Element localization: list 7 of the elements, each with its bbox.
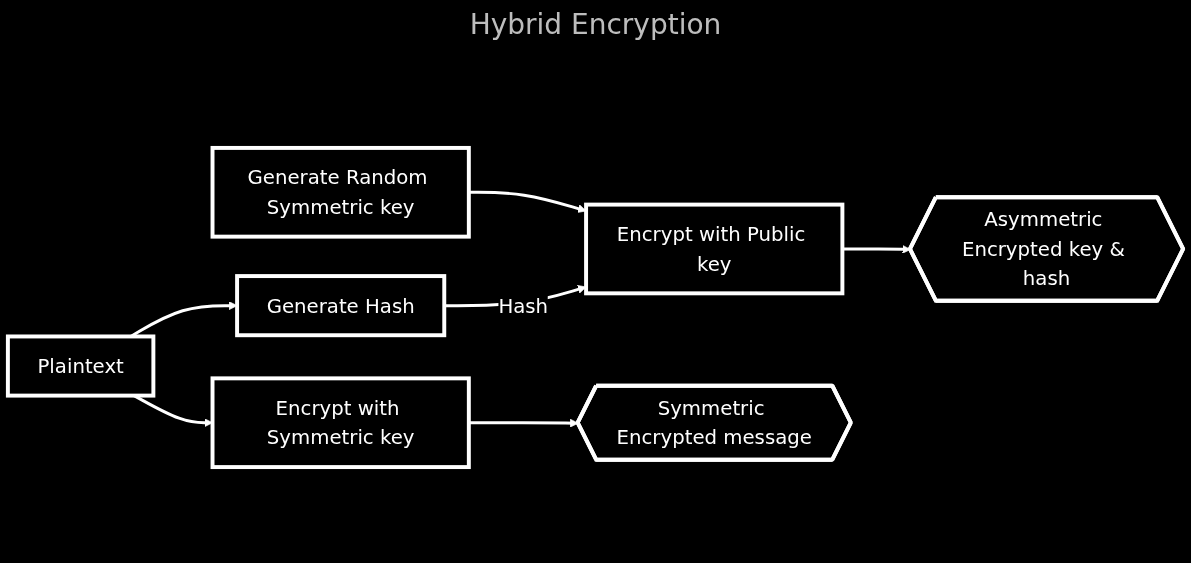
node-box: Generate Hash (235, 274, 447, 338)
node-box: Generate Random Symmetric key (210, 145, 471, 239)
diagram-title: Hybrid Encryption (468, 7, 723, 43)
node-box: Encrypt with Public key (584, 202, 845, 296)
edge-label: Hash (498, 293, 549, 318)
node-box: Plaintext (5, 334, 156, 398)
node-box: Encrypt with Symmetric key (210, 376, 471, 470)
